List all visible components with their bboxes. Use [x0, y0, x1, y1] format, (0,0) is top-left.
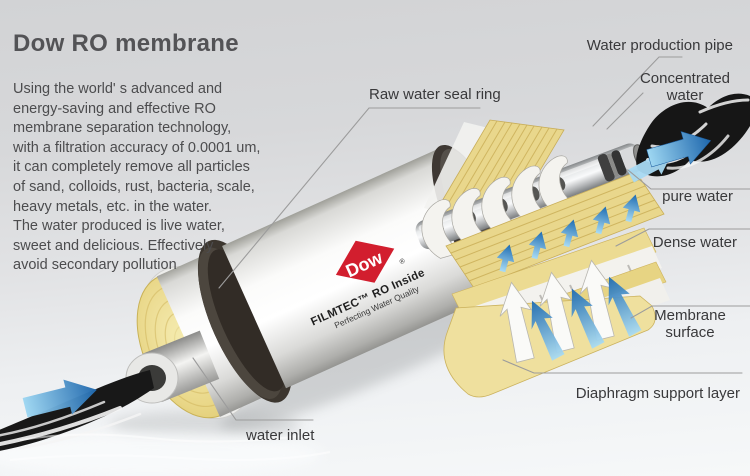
flow-arrow-icon: [22, 379, 97, 418]
label-membrane-surface: Membrane surface: [654, 307, 726, 341]
callout-line: [615, 228, 750, 247]
label-dense-water: Dense water: [652, 234, 737, 251]
label-water-production-pipe: Water production pipe: [586, 37, 733, 54]
flow-arrow-icon: [531, 276, 642, 361]
callout-line: [192, 357, 314, 421]
callout-lines: [192, 56, 750, 421]
label-diaphragm-support-layer: Diaphragm support layer: [575, 385, 740, 402]
outlet-hose: [627, 93, 750, 183]
label-raw-water-seal-ring: Raw water seal ring: [369, 86, 501, 103]
flow-arrow-icon: [646, 131, 712, 168]
unrolled-membrane-stack: [415, 119, 670, 398]
callout-line: [606, 92, 644, 130]
callout-line: [627, 169, 750, 190]
description-text: Using the world' s advanced and energy-s…: [13, 81, 261, 274]
label-water-inlet: water inlet: [246, 427, 315, 444]
registered-mark: ®: [398, 256, 407, 266]
permeate-arrow-icon: [499, 259, 615, 363]
callout-line: [218, 107, 481, 289]
lower-corrugated-block: [445, 171, 665, 289]
raw-water-seal-ring: [197, 239, 292, 403]
callout-line: [592, 56, 683, 127]
label-pure-water: pure water: [662, 188, 733, 205]
page-title: Dow RO membrane: [13, 30, 239, 57]
membrane-sheet-fan: [443, 227, 670, 398]
callout-line: [630, 305, 750, 319]
flow-arrow-icon: [496, 194, 641, 273]
label-concentrated-water: Concentrated water: [639, 70, 731, 104]
water-ripples: [9, 433, 331, 461]
callout-line: [502, 359, 743, 374]
